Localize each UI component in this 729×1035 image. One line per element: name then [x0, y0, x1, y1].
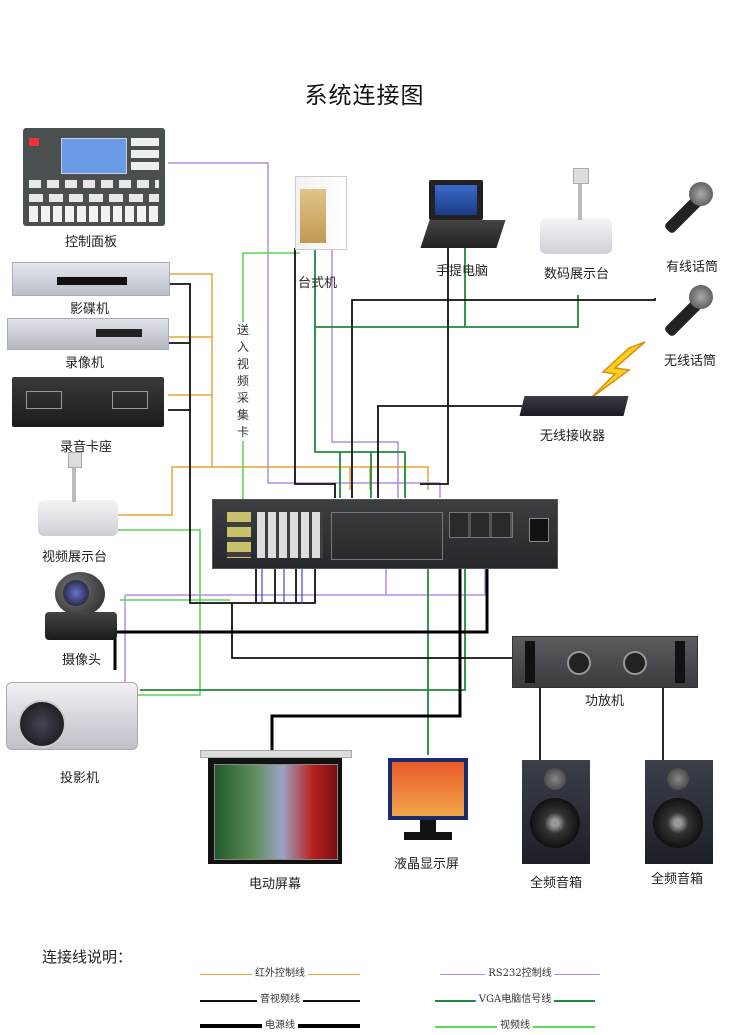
digital-presenter-head — [573, 168, 589, 184]
vga-lines — [140, 248, 579, 755]
power-lines — [113, 550, 489, 755]
av-lines — [168, 248, 664, 760]
ir-line-presenter — [118, 466, 429, 516]
electric-screen-label: 电动屏幕 — [249, 877, 302, 892]
video-line-presenter — [118, 529, 201, 696]
lcd-monitor-label: 液晶显示屏 — [394, 857, 460, 872]
diagram-title: 系统连接图 — [304, 83, 425, 109]
electric-screen-device — [200, 750, 352, 866]
amplifier-device — [512, 636, 698, 688]
control-panel-lcd — [61, 138, 127, 174]
rs232-line-control-panel — [168, 162, 441, 498]
camera-device — [45, 572, 117, 642]
legend-title: 连接线说明： — [42, 948, 133, 966]
video-presenter-device — [38, 500, 118, 536]
laptop-label: 手提电脑 — [436, 264, 489, 279]
legend-item-power: 电源线 — [200, 1018, 360, 1034]
digital-presenter-label: 数码展示台 — [544, 267, 610, 282]
av-line-laptop — [420, 248, 449, 485]
speaker-right-device — [645, 760, 713, 864]
lcd-monitor-device — [388, 758, 468, 844]
vga-line-desktop-down — [314, 327, 406, 498]
av-line-vcd — [168, 283, 316, 604]
wired-mic-device — [655, 182, 715, 242]
av-line-amp — [231, 603, 512, 659]
video-presenter-label: 视频展示台 — [42, 550, 108, 565]
wireless-mic-device — [655, 285, 715, 345]
desktop-pc-label: 台式机 — [298, 276, 338, 291]
rca-bank — [257, 512, 323, 558]
legend-label: VGA电脑信号线 — [475, 992, 555, 1008]
speaker-right-label: 全频音箱 — [651, 872, 704, 887]
amplifier-label: 功放机 — [585, 694, 625, 709]
digital-presenter-arm — [578, 170, 582, 220]
vcr-label: 录像机 — [65, 356, 105, 371]
laptop-device — [420, 180, 506, 252]
desktop-pc-device — [295, 176, 347, 250]
legend-label: 视频线 — [497, 1018, 533, 1034]
wireless-receiver-label: 无线接收器 — [540, 429, 606, 444]
vcd-label: 影碟机 — [70, 302, 110, 317]
av-line-receiver — [377, 405, 522, 498]
legend-item-ir: 红外控制线 — [200, 966, 360, 982]
digital-presenter-device — [540, 218, 612, 254]
wireless-signal-icon — [590, 341, 646, 399]
video-presenter-arm — [72, 452, 76, 502]
power-line-main — [113, 550, 489, 670]
wireless-receiver-device — [519, 396, 629, 416]
camera-label: 摄像头 — [62, 653, 102, 668]
wireless-mic-label: 无线话筒 — [664, 354, 717, 369]
rca-inputs — [227, 512, 251, 558]
vga-line-projector — [140, 550, 466, 691]
cassette-deck-label: 录音卡座 — [60, 440, 113, 455]
speaker-left-label: 全频音箱 — [530, 876, 583, 891]
av-line-desktop — [294, 248, 336, 498]
speaker-left-device — [522, 760, 590, 864]
projector-label: 投影机 — [60, 771, 100, 786]
capture-card-note: 送入视频采集卡 — [236, 322, 250, 441]
rs232-line-desktop — [331, 248, 399, 498]
legend-label: 音视频线 — [257, 992, 303, 1008]
ir-control-lines — [118, 273, 429, 516]
ir-line-vcd — [168, 273, 213, 467]
power-outlets — [449, 512, 513, 538]
video-line-capture-card — [242, 252, 300, 520]
control-panel-label: 控制面板 — [65, 235, 118, 250]
cassette-deck-device — [12, 377, 164, 427]
power-inlet — [529, 518, 549, 542]
vga-panel — [331, 512, 443, 560]
vcr-device — [7, 318, 169, 350]
vga-line-desktop — [314, 248, 579, 328]
legend-item-av: 音视频线 — [200, 992, 360, 1008]
legend-label: 电源线 — [262, 1018, 298, 1034]
legend-item-vga: VGA电脑信号线 — [435, 992, 595, 1008]
wired-mic-label: 有线话筒 — [666, 260, 719, 275]
legend-item-video: 视频线 — [435, 1018, 595, 1034]
vcd-device — [12, 262, 170, 296]
video-presenter-head — [68, 452, 82, 468]
legend-item-rs232: RS232控制线 — [440, 966, 600, 982]
av-line-wired-mic — [351, 298, 656, 498]
central-controller-device — [212, 499, 558, 569]
projector-device — [6, 672, 138, 752]
legend-label: 红外控制线 — [252, 966, 308, 982]
legend-label: RS232控制线 — [485, 966, 555, 982]
control-panel-device — [23, 128, 165, 226]
power-line-screen — [270, 550, 462, 755]
